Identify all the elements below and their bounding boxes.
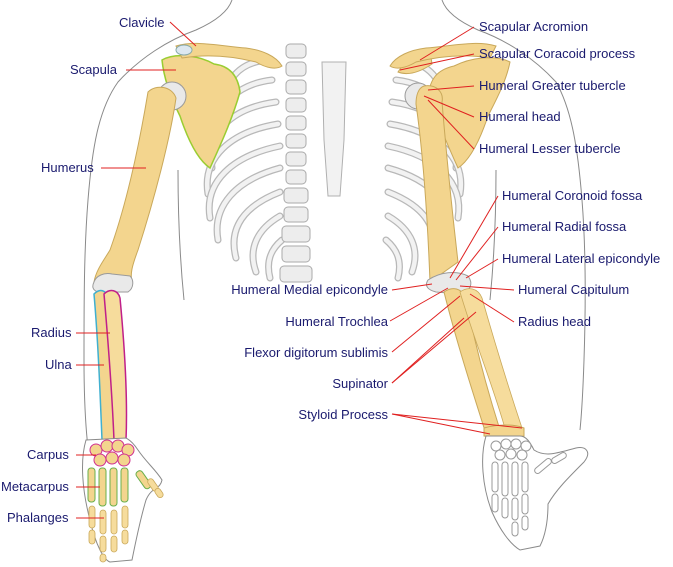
left-carpus: [89, 439, 135, 467]
leader-flexor: [391, 295, 461, 353]
label-medial-epicondyle: Humeral Medial epicondyle: [231, 282, 388, 297]
labels-right: Scapular Acromion Scapular Coracoid proc…: [479, 19, 660, 329]
label-radius-head: Radius head: [518, 314, 591, 329]
right-hand-bones: [490, 438, 567, 537]
left-phalanges: [88, 478, 164, 563]
left-forearm: [93, 289, 128, 441]
labels-left: Clavicle Scapula Humerus Radius Ulna Car…: [1, 15, 165, 525]
body-outline: [83, 0, 586, 449]
label-supinator: Supinator: [332, 376, 388, 391]
label-carpus: Carpus: [27, 447, 69, 462]
leader-humeral-head: [423, 95, 475, 118]
label-metacarpus: Metacarpus: [1, 479, 69, 494]
label-scapula: Scapula: [70, 62, 118, 77]
label-lesser-tubercle: Humeral Lesser tubercle: [479, 141, 621, 156]
leader-supinator-2: [391, 311, 477, 384]
leader-medial-epicondyle: [391, 283, 433, 291]
leader-supinator-1: [391, 317, 465, 384]
leader-styloid-1: [391, 413, 491, 435]
leader-trochlea: [389, 287, 449, 322]
label-capitulum: Humeral Capitulum: [518, 282, 629, 297]
label-radial-fossa: Humeral Radial fossa: [502, 219, 627, 234]
leader-lines: [76, 21, 523, 519]
leader-greater-tubercle: [427, 85, 475, 91]
label-flexor: Flexor digitorum sublimis: [244, 345, 388, 360]
label-clavicle: Clavicle: [119, 15, 165, 30]
label-coracoid: Scapular Coracoid process: [479, 46, 636, 61]
left-hand: [82, 437, 164, 563]
label-greater-tubercle: Humeral Greater tubercle: [479, 78, 626, 93]
left-clavicle: [175, 42, 283, 69]
right-forearm: [443, 288, 525, 438]
label-acromion: Scapular Acromion: [479, 19, 588, 34]
leader-styloid-2: [391, 413, 523, 429]
spine: [279, 43, 313, 283]
leader-coronoid-fossa: [449, 195, 499, 279]
leader-acromion: [419, 26, 475, 61]
label-humeral-head: Humeral head: [479, 109, 561, 124]
right-hand: [482, 435, 589, 551]
label-lateral-epicondyle: Humeral Lateral epicondyle: [502, 251, 660, 266]
label-radius: Radius: [31, 325, 72, 340]
left-scapula: [161, 54, 241, 170]
left-humerus: [92, 81, 187, 293]
label-trochlea: Humeral Trochlea: [285, 314, 388, 329]
leader-lateral-epicondyle: [465, 258, 499, 279]
label-ulna: Ulna: [45, 357, 73, 372]
leader-lesser-tubercle: [427, 99, 475, 150]
label-phalanges: Phalanges: [7, 510, 69, 525]
leader-radial-fossa: [455, 226, 499, 281]
leader-capitulum: [459, 285, 515, 291]
right-humerus: [404, 82, 472, 295]
right-clavicle: [389, 42, 497, 69]
left-metacarpus: [87, 467, 152, 507]
leader-coracoid: [399, 53, 475, 71]
label-coronoid-fossa: Humeral Coronoid fossa: [502, 188, 643, 203]
leader-radius-head: [469, 293, 515, 323]
label-styloid: Styloid Process: [298, 407, 388, 422]
label-humerus: Humerus: [41, 160, 94, 175]
labels-center: Humeral Medial epicondyle Humeral Trochl…: [231, 282, 389, 422]
leader-clavicle: [169, 21, 197, 47]
